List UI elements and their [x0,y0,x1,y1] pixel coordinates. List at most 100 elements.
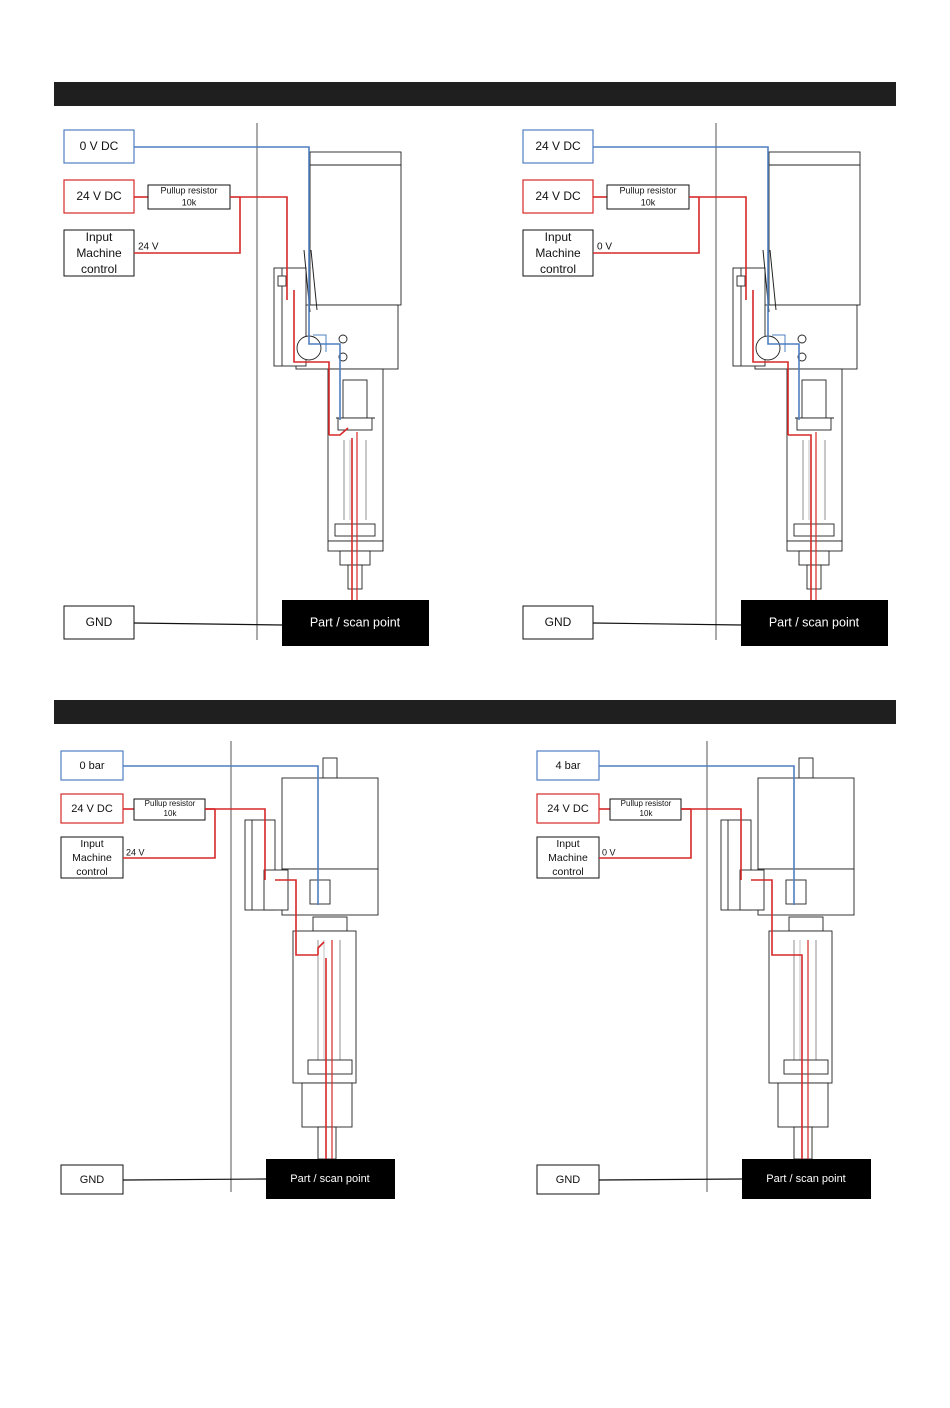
part-scan-point-box [741,600,888,646]
top-supply-label: 24 V DC [535,139,581,153]
motor-housing [768,151,861,306]
input-signal-label: 24 V [138,242,159,253]
elbow-fitting [309,879,331,905]
supply-24v-box [60,793,124,824]
part-scan-point-label: Part / scan point [310,615,401,629]
gnd-label: GND [545,615,572,629]
blue-wire [593,146,800,420]
red-wire [205,808,266,880]
red-wire-switch-closed [794,954,803,1160]
piston-block [783,1059,829,1075]
sensor-block [788,916,824,932]
top-air-label: 4 bar [555,760,580,772]
input-machine-control-box [522,229,594,277]
cable-gland [263,869,289,911]
gnd-wire [598,1178,743,1181]
red-wire [751,879,794,956]
supply-24v-box [522,179,594,214]
gnd-box [522,605,594,640]
top-air-box [60,750,124,781]
part-scan-point-label: Part / scan point [769,615,860,629]
red-wire [293,290,330,435]
part-scan-point-box [742,1159,871,1199]
collar [798,550,830,566]
sensor-block [796,417,832,431]
resistor-label: Pullup resistor [160,185,217,195]
top-supply-label: 0 V DC [80,139,119,153]
input-signal-label: 0 V [597,242,612,253]
red-wire-input [593,197,700,254]
red-wire-input [599,809,692,859]
blue-wire-detail [772,334,786,352]
input-label-line-1: Input [86,230,113,244]
top-air-label: 0 bar [79,760,104,772]
red-wire [240,196,288,300]
red-wire-switch-open [317,941,325,955]
sensor-block [312,916,348,932]
supply-24v-label: 24 V DC [76,189,122,203]
blue-wire [134,146,341,420]
side-connector [720,819,752,911]
input-label-line-2: Machine [548,852,588,864]
supply-24v-label: 24 V DC [535,189,581,203]
head-housing [281,777,379,870]
gnd-wire [133,622,283,626]
resistor-value: 10k [164,809,178,818]
blue-wire-detail [313,334,327,352]
piston-block [334,523,376,537]
input-label-line-3: control [552,866,584,878]
tip-shaft [806,564,822,590]
cable-line [769,249,777,311]
cable-line [310,249,318,311]
red-wire-input [134,197,241,254]
top-supply-box [63,129,135,164]
pullup-resistor-box [147,184,231,210]
blue-air-line [123,765,319,905]
red-wire [681,808,742,880]
elbow-fitting [785,879,807,905]
resistor-label: Pullup resistor [619,185,676,195]
side-connector-tab [736,275,746,287]
cylinder-body [292,930,357,1084]
screw-head [338,352,348,362]
input-machine-control-box [536,836,600,879]
input-label-line-3: control [81,262,117,276]
lower-body [777,1082,829,1128]
tip-shaft [347,564,363,590]
input-signal-label: 0 V [602,847,616,857]
gnd-label: GND [86,615,113,629]
input-label-line-2: Machine [76,246,122,260]
cylinder-body [768,930,833,1084]
red-wire [275,879,318,956]
part-scan-point-label: Part / scan point [766,1173,846,1185]
piston-block [307,1059,353,1075]
resistor-value: 10k [641,197,656,207]
section-header-bar-1 [54,82,896,106]
input-label-line-3: control [76,866,108,878]
flange [786,540,843,552]
part-scan-point-label: Part / scan point [290,1173,370,1185]
input-machine-control-box [63,229,135,277]
cable-gland [739,869,765,911]
resistor-label: Pullup resistor [145,799,196,808]
input-label-line-1: Input [80,838,103,850]
collar [339,550,371,566]
part-scan-point-box [266,1159,395,1199]
gnd-wire [592,622,742,626]
supply-24v-label: 24 V DC [71,803,113,815]
resistor-value: 10k [640,809,654,818]
cylinder-cap [801,379,827,419]
supply-24v-box [536,793,600,824]
supply-24v-box [63,179,135,214]
red-wire [752,290,789,435]
input-label-line-1: Input [545,230,572,244]
side-connector-tab [277,275,287,287]
top-supply-box [522,129,594,164]
supply-24v-label: 24 V DC [547,803,589,815]
screw-head [338,334,348,344]
air-inlet-fitting [798,757,814,779]
tip-shaft [317,1126,337,1160]
lower-body [301,1082,353,1128]
